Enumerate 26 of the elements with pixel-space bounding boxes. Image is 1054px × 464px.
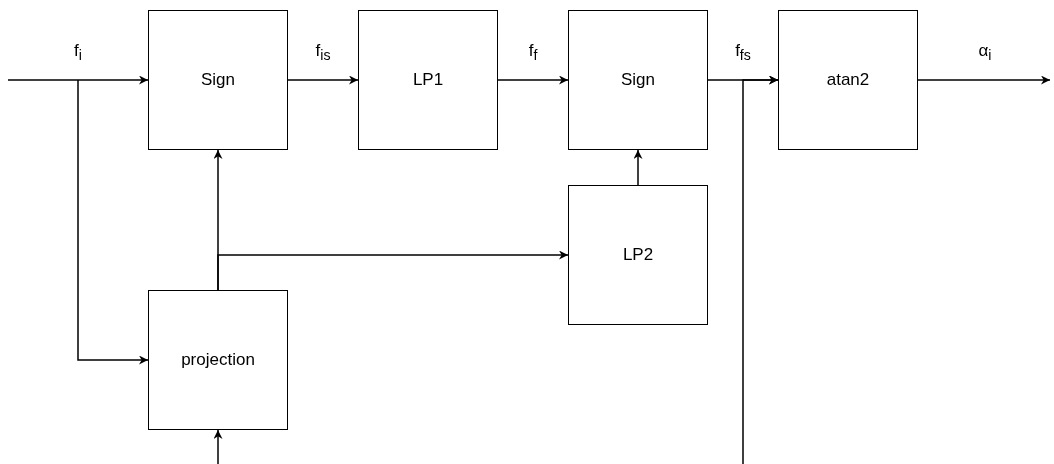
signal-label: f$_{is}$ <box>315 40 331 64</box>
arrow <box>217 250 569 291</box>
arrow <box>77 79 149 365</box>
arrow <box>917 75 1051 85</box>
arrow <box>7 75 149 85</box>
signal-label: α$_{i}$ <box>978 40 992 64</box>
arrow <box>742 75 779 464</box>
signal-label: f$_{i}$ <box>74 40 82 64</box>
signal-label: f$_{fs}$ <box>735 40 751 64</box>
block-label: Sign <box>201 70 235 90</box>
arrow <box>287 75 359 85</box>
process-box <box>358 10 498 150</box>
block-label: LP1 <box>412 70 444 90</box>
process-box <box>568 10 708 150</box>
block-label: atan2 <box>826 70 870 90</box>
block-label: projection <box>181 350 255 370</box>
process-box <box>148 290 288 430</box>
block-label: Sign <box>621 70 655 90</box>
arrow <box>633 149 643 186</box>
signal-label: f$_{f}$ <box>528 40 538 64</box>
block-label: LP2 <box>622 245 654 265</box>
process-box <box>148 10 288 150</box>
process-box <box>778 10 918 150</box>
process-box <box>568 185 708 325</box>
arrow <box>497 75 569 85</box>
arrow <box>213 429 223 464</box>
